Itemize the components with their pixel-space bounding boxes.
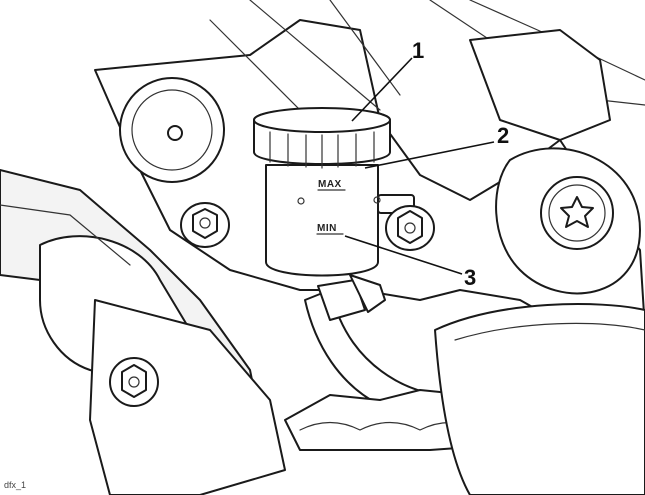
mounting-bolt-left [180, 202, 230, 248]
callout-1: 1 [412, 38, 424, 63]
rear-fender [434, 303, 645, 495]
pivot-bushing [119, 77, 225, 183]
brake-fluid-reservoir: MAX MIN [265, 164, 381, 277]
callout-1-leader [351, 57, 413, 122]
callout-3-leader [344, 235, 463, 275]
mounting-bolt-right [377, 194, 435, 251]
min-level-mark: MIN [317, 223, 337, 234]
callout-2: 2 [497, 123, 509, 148]
max-level-mark: MAX [318, 179, 342, 190]
reservoir-cap [253, 107, 391, 169]
figure-id: dfx_1 [4, 480, 26, 490]
callout-3: 3 [464, 265, 476, 290]
lower-casting [89, 299, 286, 495]
callout-2-leader [364, 141, 495, 169]
torx-bolt [540, 176, 614, 250]
